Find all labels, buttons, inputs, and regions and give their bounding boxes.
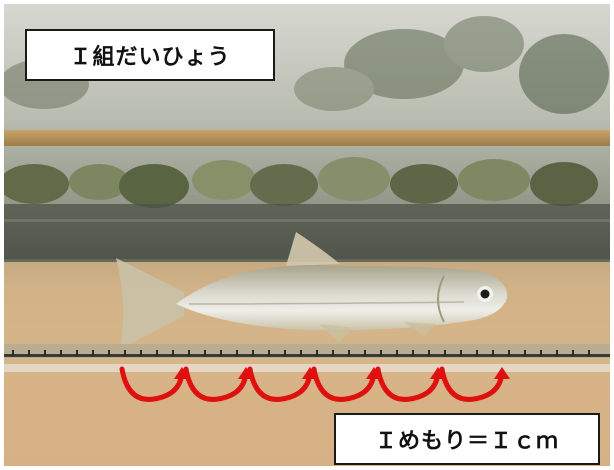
ruler-tick <box>220 350 222 356</box>
ruler-tick <box>460 350 462 356</box>
ruler-tick <box>108 350 110 356</box>
ruler-tick <box>172 350 174 356</box>
ruler-tick <box>268 350 270 356</box>
ruler-tick <box>508 350 510 356</box>
ruler-tick <box>348 350 350 356</box>
ruler-tick <box>140 350 142 356</box>
ruler-tick <box>204 350 206 356</box>
measurement-arrows <box>119 366 510 402</box>
ruler-tick <box>492 350 494 356</box>
ruler-tick <box>428 350 430 356</box>
title-label: Ｉ組だいひょう <box>25 29 275 81</box>
arrow-arc <box>247 366 313 402</box>
ruler-tick <box>28 350 30 356</box>
ruler-tick <box>188 350 190 356</box>
ruler-tick <box>524 350 526 356</box>
arrow-arc <box>311 366 377 402</box>
ruler <box>4 344 610 358</box>
ruler-tick <box>156 350 158 356</box>
ruler-tick <box>92 350 94 356</box>
ruler-tick <box>444 350 446 356</box>
arrow-arc <box>375 366 441 402</box>
photo-frame: Ｉ組だいひょう Ｉめもり＝Ｉｃｍ <box>4 4 610 466</box>
arrow-arc <box>439 366 505 402</box>
ruler-tick <box>236 350 238 356</box>
mossy-rocks <box>4 157 598 208</box>
ruler-tick <box>76 350 78 356</box>
ruler-tick <box>396 350 398 356</box>
ruler-tick <box>332 350 334 356</box>
ruler-tick <box>60 350 62 356</box>
fish <box>116 232 508 349</box>
ruler-tick <box>124 350 126 356</box>
ruler-tick <box>252 350 254 356</box>
ruler-tick <box>588 350 590 356</box>
ruler-tick <box>316 350 318 356</box>
ruler-tick <box>556 350 558 356</box>
ruler-tick <box>44 350 46 356</box>
scale-label: Ｉめもり＝Ｉｃｍ <box>334 413 600 465</box>
ruler-tick <box>476 350 478 356</box>
ruler-tick <box>412 350 414 356</box>
fish-tank-photo <box>4 4 610 466</box>
arrow-arc <box>183 366 249 402</box>
ruler-tick <box>572 350 574 356</box>
ruler-tick <box>300 350 302 356</box>
wooden-bar <box>4 130 610 146</box>
ruler-tick <box>12 350 14 356</box>
ruler-tick <box>284 350 286 356</box>
arrow-arc <box>119 366 185 402</box>
ruler-tick <box>364 350 366 356</box>
ruler-tick <box>380 350 382 356</box>
ruler-tick <box>540 350 542 356</box>
arrow-head <box>494 367 510 379</box>
